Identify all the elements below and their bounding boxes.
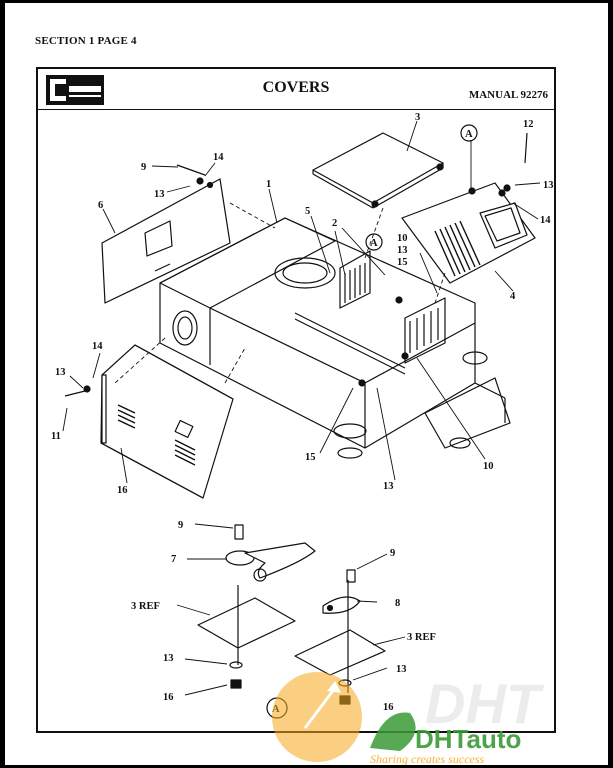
callout-13: 13 — [154, 189, 165, 200]
callout-13-lower: 13 — [383, 481, 394, 492]
fasteners — [64, 132, 528, 397]
callout-11: 11 — [51, 431, 61, 442]
watermark-big-text: DHT — [425, 672, 545, 735]
manual-page: SECTION 1 PAGE 4 COVERS MANUAL 92276 — [5, 3, 608, 765]
callout-14-right: 14 — [540, 215, 551, 226]
callout-3-ref-right: 3 REF — [407, 632, 436, 643]
callout-3: 3 — [415, 112, 420, 123]
callout-13-mid: 13 — [397, 245, 408, 256]
frame-header: COVERS MANUAL 92276 — [38, 69, 554, 110]
callout-16: 16 — [117, 485, 128, 496]
cover-3-panel — [312, 132, 444, 209]
callout-15: 15 — [397, 257, 408, 268]
cover-plate-ref-right — [294, 580, 386, 693]
cover-6-panel — [101, 178, 231, 304]
callout-13-right: 13 — [543, 180, 554, 191]
callout-9-bottom-right: 9 — [390, 548, 395, 559]
exploded-view-drawing: 3 12 A 9 14 13 1 6 5 2 A 13 14 10 13 15 … — [51, 112, 554, 765]
manual-number: MANUAL 92276 — [468, 89, 548, 101]
cover-4-panel — [401, 182, 536, 284]
callout-16-bottom-left: 16 — [163, 692, 174, 703]
callout-6: 6 — [98, 200, 103, 211]
watermark-slogan: Sharing creates success — [370, 752, 485, 765]
calavar-logo — [46, 75, 104, 105]
callout-9-bottom-left: 9 — [178, 520, 183, 531]
callout-10: 10 — [397, 233, 408, 244]
callout-7: 7 — [171, 554, 176, 565]
dhtauto-watermark: DHT — [272, 672, 545, 762]
callout-3-ref-left: 3 REF — [131, 601, 160, 612]
callout-2: 2 — [332, 218, 337, 229]
callout-5: 5 — [305, 206, 310, 217]
callout-10-lower: 10 — [483, 461, 494, 472]
main-housing — [159, 217, 511, 459]
callout-14: 14 — [213, 152, 224, 163]
latch-8 — [322, 569, 361, 614]
callout-12: 12 — [523, 119, 534, 130]
callout-a-1: A — [465, 129, 473, 140]
callout-14-left: 14 — [92, 341, 103, 352]
cover-16-panel — [100, 344, 234, 499]
callout-9: 9 — [141, 162, 146, 173]
cover-plate-ref-left — [197, 585, 296, 665]
latch-7 — [225, 524, 316, 582]
watermark-brand: DHTauto — [415, 724, 521, 754]
callout-1: 1 — [266, 179, 271, 190]
callout-16-bottom-right: 16 — [383, 702, 394, 713]
callout-a-2: A — [370, 238, 378, 249]
callout-13-left: 13 — [55, 367, 66, 378]
dhtauto-brand: DHTauto Sharing creates success — [370, 712, 521, 765]
section-label: SECTION 1 PAGE 4 — [35, 35, 137, 47]
page-title: COVERS — [262, 79, 330, 96]
callout-15-lower: 15 — [305, 452, 316, 463]
callout-13-bottom-right: 13 — [396, 664, 407, 675]
callout-8: 8 — [395, 598, 400, 609]
callout-4: 4 — [510, 291, 516, 302]
callout-13-bottom-left: 13 — [163, 653, 174, 664]
